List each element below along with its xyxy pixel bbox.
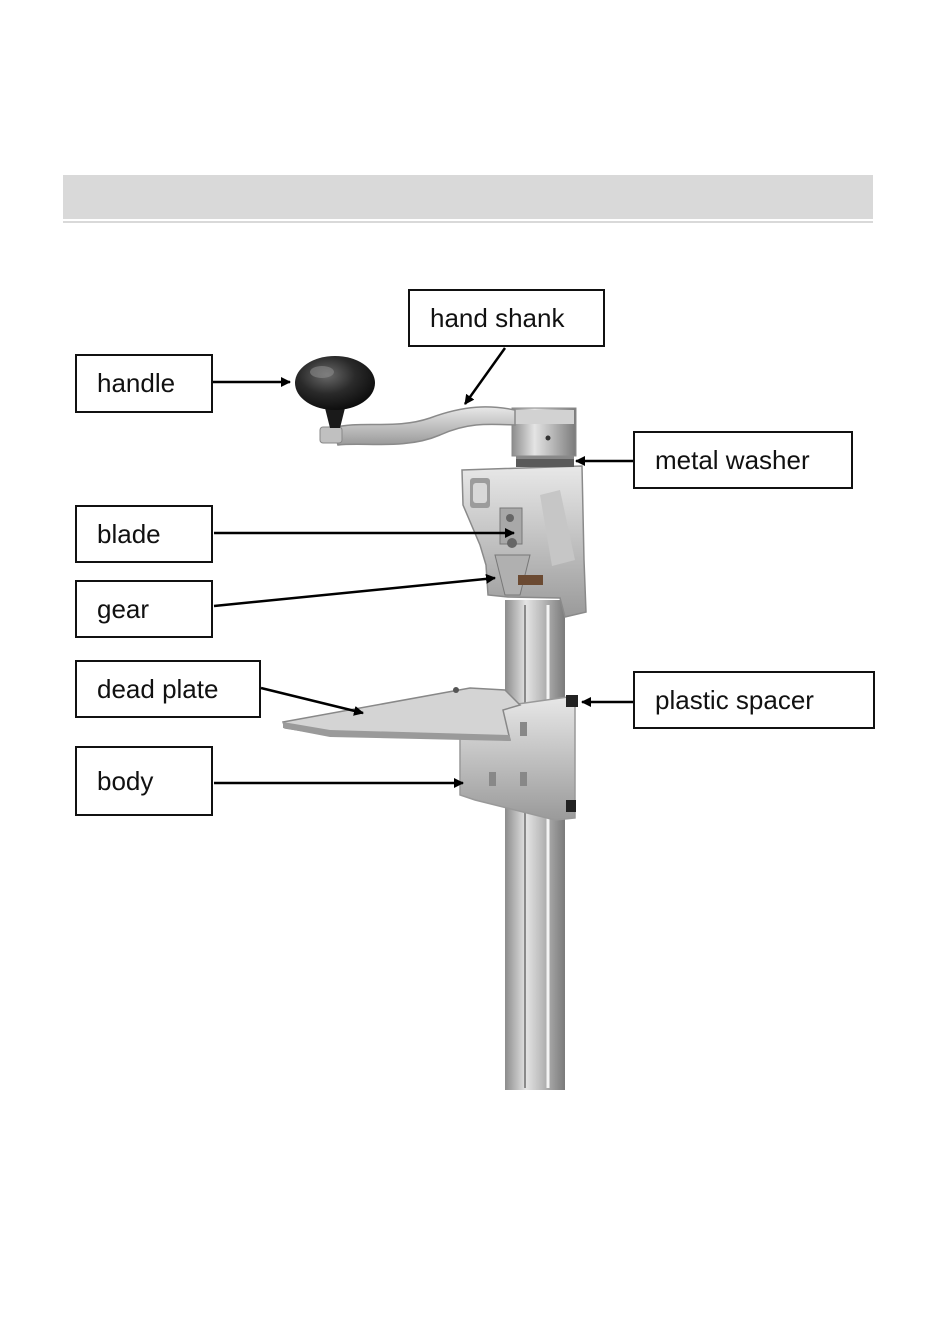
label-hand-shank-text: hand shank bbox=[430, 303, 564, 334]
label-gear-text: gear bbox=[97, 594, 149, 625]
label-gear: gear bbox=[75, 580, 213, 638]
gear-leader bbox=[214, 578, 495, 606]
label-hand-shank: hand shank bbox=[408, 289, 605, 347]
label-blade: blade bbox=[75, 505, 213, 563]
label-handle-text: handle bbox=[97, 368, 175, 399]
opener-head bbox=[462, 466, 586, 617]
label-metal-washer-text: metal washer bbox=[655, 445, 810, 476]
label-plastic-spacer-text: plastic spacer bbox=[655, 685, 814, 716]
label-body-text: body bbox=[97, 766, 153, 797]
shank-hub bbox=[512, 408, 576, 456]
handle-knob bbox=[295, 356, 375, 428]
dead-plate-leader bbox=[261, 688, 363, 713]
handle-ferrule bbox=[320, 427, 342, 443]
label-handle: handle bbox=[75, 354, 213, 413]
metal-washer bbox=[516, 455, 574, 467]
opener-bar bbox=[505, 600, 565, 1090]
label-blade-text: blade bbox=[97, 519, 161, 550]
label-body: body bbox=[75, 746, 213, 816]
label-dead-plate: dead plate bbox=[75, 660, 261, 718]
hand-shank-leader bbox=[465, 348, 505, 404]
hand-shank-arm bbox=[333, 407, 515, 445]
dead-plate bbox=[283, 687, 520, 741]
label-plastic-spacer: plastic spacer bbox=[633, 671, 875, 729]
label-dead-plate-text: dead plate bbox=[97, 674, 218, 705]
label-metal-washer: metal washer bbox=[633, 431, 853, 489]
